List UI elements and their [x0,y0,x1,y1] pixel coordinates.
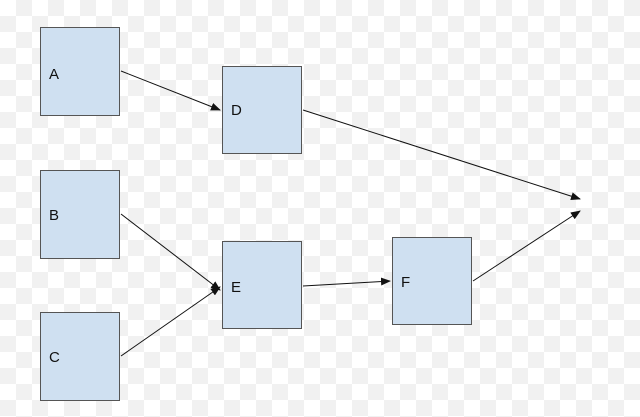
node-d-label: D [231,102,242,119]
edge-E-F [302,277,391,287]
edge-D-sink [302,109,581,201]
node-b-label: B [49,207,60,224]
edge-B-E [120,213,221,291]
edge-C-E [120,286,221,357]
edge-F-sink [472,210,581,282]
node-f[interactable]: F [392,237,472,325]
edge-A-D [120,70,221,111]
node-e-label: E [231,279,242,296]
node-d[interactable]: D [222,66,302,154]
node-a[interactable]: A [40,27,120,116]
node-c-label: C [49,349,60,366]
node-e[interactable]: E [222,241,302,329]
node-b[interactable]: B [40,170,120,259]
node-c[interactable]: C [40,312,120,401]
node-a-label: A [49,66,60,83]
node-f-label: F [401,274,411,291]
